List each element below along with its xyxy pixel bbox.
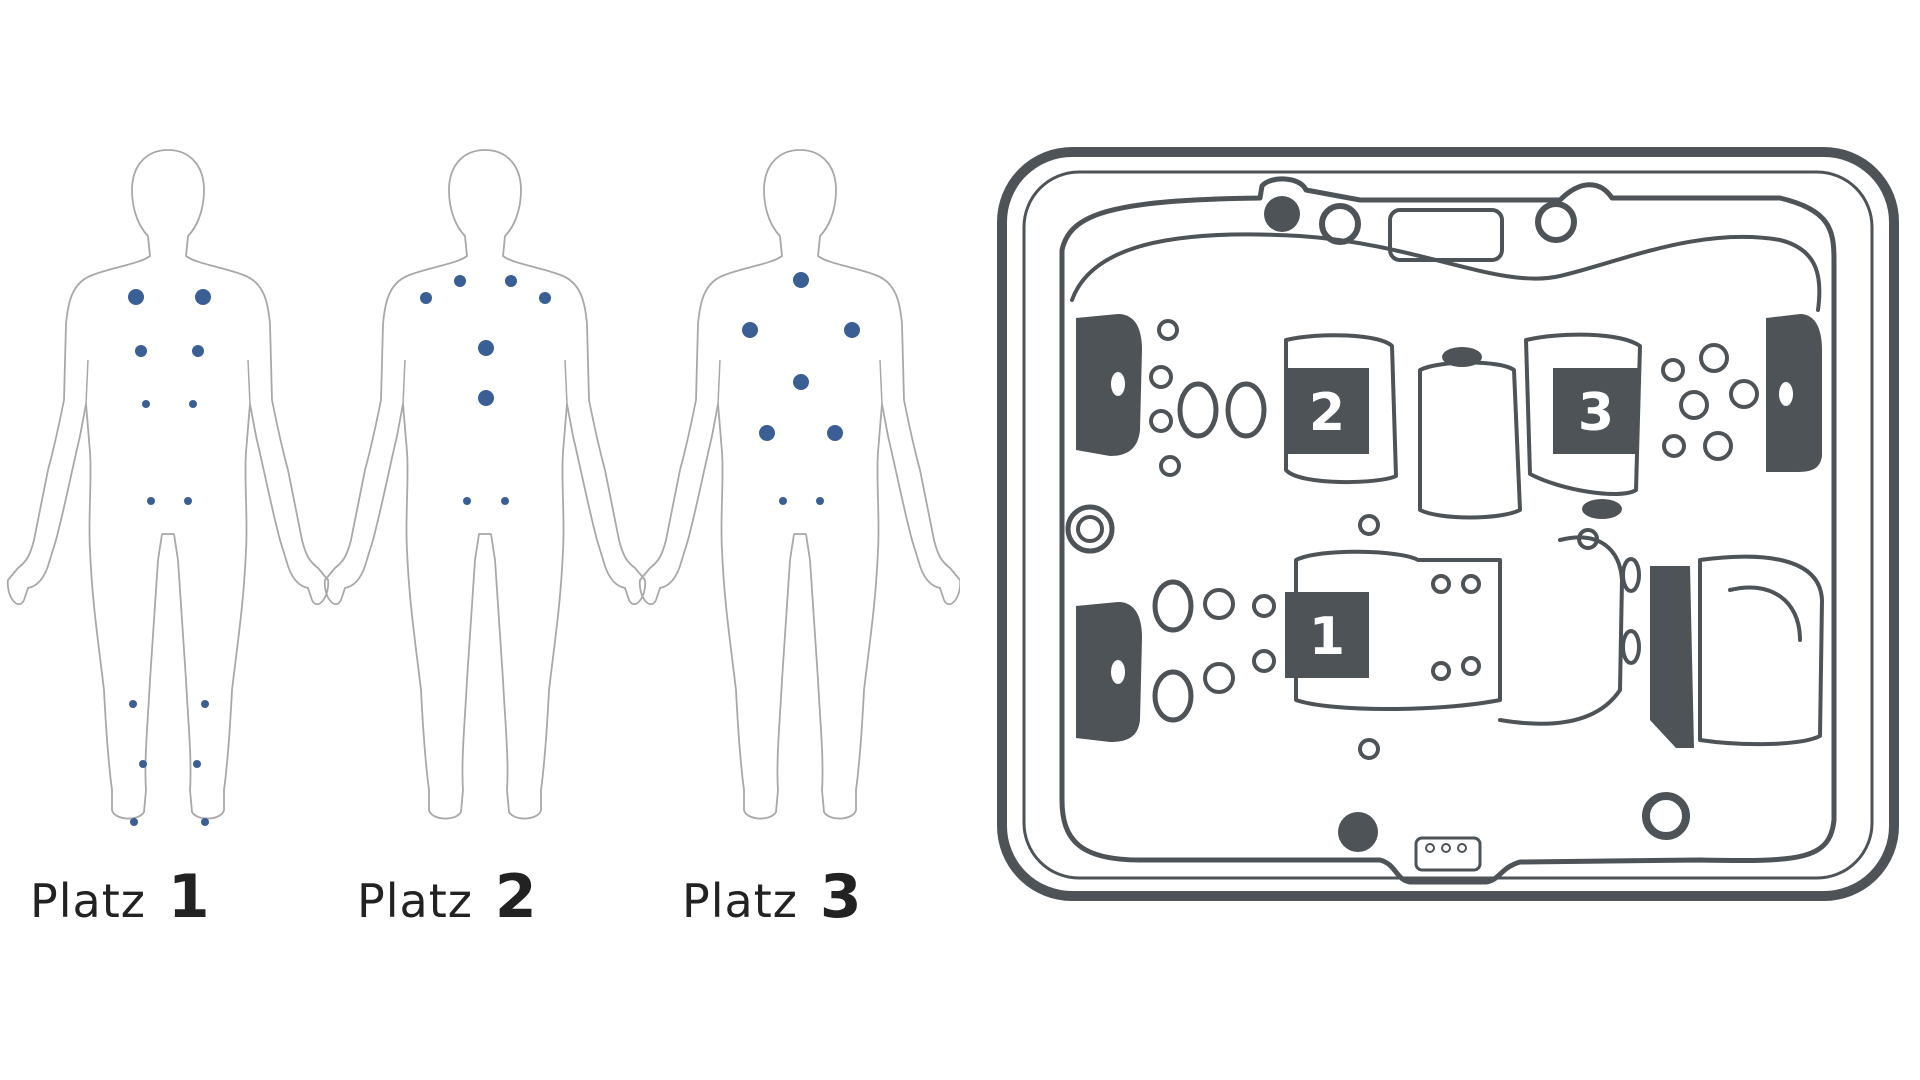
headrest-hole	[1779, 382, 1793, 406]
seat-badge-3: 3	[1553, 368, 1639, 454]
jet	[1663, 360, 1683, 380]
jet	[1433, 576, 1449, 592]
control-button	[1442, 844, 1450, 852]
headrest-hole	[1111, 372, 1125, 396]
footwell-edge	[1500, 537, 1622, 723]
jet	[1705, 433, 1731, 459]
seat-number: 3	[1578, 383, 1614, 443]
headrest-seat-2	[1076, 314, 1142, 456]
drain-inner	[1078, 517, 1102, 541]
filter-cap-solid	[1338, 812, 1378, 852]
jet	[1205, 590, 1233, 618]
jet	[1254, 596, 1274, 616]
seat-badge-2: 2	[1285, 368, 1369, 454]
waterfall-grille	[1650, 566, 1694, 748]
jet	[1155, 582, 1191, 630]
jet	[1463, 576, 1479, 592]
jet	[1664, 436, 1684, 456]
jet	[1155, 672, 1191, 720]
jet	[1151, 411, 1171, 431]
jet	[1623, 559, 1639, 591]
filter-cap	[1322, 206, 1358, 242]
jet	[1701, 345, 1727, 371]
control-valve	[1442, 347, 1482, 367]
jet	[1360, 516, 1378, 534]
jet	[1254, 651, 1274, 671]
jet	[1159, 321, 1177, 339]
jet	[1228, 384, 1264, 436]
jet	[1360, 740, 1378, 758]
jet	[1205, 664, 1233, 692]
seat-badge-1: 1	[1285, 592, 1369, 678]
spa-inner-rim	[1024, 172, 1872, 878]
headrest-seat-1	[1076, 602, 1142, 742]
lounger	[1700, 557, 1822, 744]
jet	[1463, 658, 1479, 674]
filter-cap	[1538, 204, 1574, 240]
seat-number: 2	[1309, 383, 1345, 443]
jet	[1623, 631, 1639, 663]
drain	[1068, 507, 1112, 551]
control-button	[1458, 844, 1466, 852]
control-button	[1426, 844, 1434, 852]
filter-cap	[1646, 796, 1686, 836]
jet	[1433, 663, 1449, 679]
jet	[1681, 392, 1707, 418]
headrest-hole	[1111, 660, 1125, 684]
jet	[1180, 384, 1216, 436]
headrest-seat-3	[1766, 314, 1822, 472]
lounger-contour	[1730, 587, 1800, 640]
jet	[1731, 381, 1757, 407]
spa-basin-outline	[1062, 179, 1834, 882]
jet	[1161, 457, 1179, 475]
control-panel	[1416, 838, 1480, 870]
seat-number: 1	[1309, 607, 1345, 667]
jet	[1151, 367, 1171, 387]
footwell	[1420, 363, 1520, 518]
control-valve	[1582, 499, 1622, 519]
filter-cap-solid	[1264, 196, 1300, 232]
spa-back-contour	[1072, 234, 1819, 310]
